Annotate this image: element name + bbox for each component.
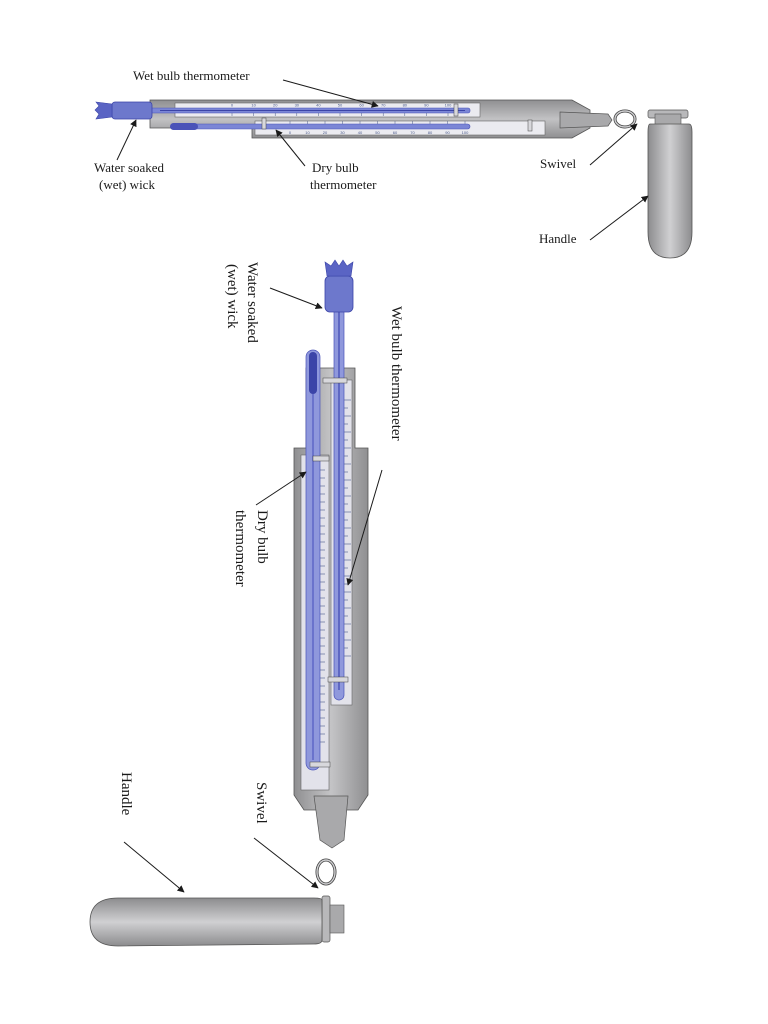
top-dry-scale-label: 30	[340, 130, 345, 135]
top-wick-label-line2: (wet) wick	[99, 177, 155, 192]
top-dry-scale: 0 10 20 30 40 50 60 70 80 90 100	[289, 121, 469, 135]
bottom-dry-bulb-label-line2: thermometer	[232, 510, 248, 587]
top-wick-label-line1: Water soaked	[94, 160, 165, 175]
top-dry-scale-label: 60	[393, 130, 398, 135]
bottom-wet-bulb-label: Wet bulb thermometer	[388, 306, 404, 441]
top-wet-scale-label: 80	[403, 103, 408, 108]
top-dry-bulb-leader	[275, 129, 306, 167]
top-wet-scale-label: 100	[445, 103, 452, 108]
bottom-wick-label-line2: (wet) wick	[224, 264, 240, 329]
bottom-swivel-arm	[313, 795, 349, 849]
top-wet-scale-label: 50	[338, 103, 343, 108]
bottom-view: Water soaked (wet) wick Wet bulb thermom…	[89, 259, 404, 947]
bottom-handle	[89, 897, 323, 947]
top-swivel-label: Swivel	[540, 156, 577, 171]
top-wet-scale-label: 90	[424, 103, 429, 108]
top-dry-scale-label: 80	[428, 130, 433, 135]
top-wick-leader	[116, 119, 137, 161]
top-dry-scale-label: 70	[410, 130, 415, 135]
top-handle-label: Handle	[539, 231, 577, 246]
top-swivel-leader	[589, 123, 638, 166]
bottom-wick-label-line1: Water soaked	[244, 262, 260, 343]
top-dry-scale-label: 0	[289, 130, 292, 135]
top-dry-scale-label: 20	[323, 130, 328, 135]
bottom-wick-fringe	[324, 259, 354, 277]
bottom-wet-ticks	[344, 399, 351, 657]
top-wet-scale-label: 10	[251, 103, 256, 108]
top-handle-leader	[589, 195, 649, 241]
top-dry-scale-label: 100	[462, 130, 469, 135]
top-wet-bulb-label: Wet bulb thermometer	[133, 68, 250, 83]
bottom-handle-cap	[321, 895, 331, 943]
top-wick-fringe	[94, 101, 113, 120]
top-wet-scale-label: 0	[231, 103, 234, 108]
top-dry-tube	[174, 123, 471, 130]
bottom-dry-bulb	[309, 352, 317, 394]
top-wet-scale-label: 20	[273, 103, 278, 108]
top-dry-scale-label: 50	[375, 130, 380, 135]
top-dry-scale-label: 90	[445, 130, 450, 135]
bottom-dry-bulb-label-line1: Dry bulb	[254, 510, 270, 564]
bottom-swivel-label: Swivel	[253, 782, 269, 824]
top-handle	[647, 123, 693, 259]
top-wet-scale-label: 40	[316, 103, 321, 108]
top-dry-scale-label: 10	[305, 130, 310, 135]
top-view: 0 10 20 30 40 50 60 70 80 90 100 0 10 20 30 40 50 60 70 80…	[94, 68, 693, 259]
top-wet-scale-label: 30	[295, 103, 300, 108]
bottom-handle-leader	[123, 841, 185, 893]
bottom-dry-ticks	[320, 469, 325, 743]
top-dry-bulb	[170, 123, 198, 130]
top-dry-scale-label: 40	[358, 130, 363, 135]
top-swivel-arm	[559, 111, 613, 129]
top-dry-bulb-label-line1: Dry bulb	[312, 160, 359, 175]
bottom-handle-label: Handle	[118, 772, 134, 816]
top-wet-bulb-leader	[282, 79, 379, 108]
top-wet-wick	[111, 101, 153, 120]
bottom-wet-bulb-leader	[346, 469, 383, 586]
top-wet-scale-label: 60	[359, 103, 364, 108]
bottom-swivel-leader	[253, 837, 319, 889]
top-dry-bulb-label-line2: thermometer	[310, 177, 377, 192]
bottom-dry-bulb-leader	[255, 471, 307, 506]
bottom-wet-wick	[324, 275, 354, 313]
bottom-wick-leader	[269, 287, 323, 310]
top-wet-scale: 0 10 20 30 40 50 60 70 80 90 100	[231, 103, 452, 116]
top-wet-scale-label: 70	[381, 103, 386, 108]
